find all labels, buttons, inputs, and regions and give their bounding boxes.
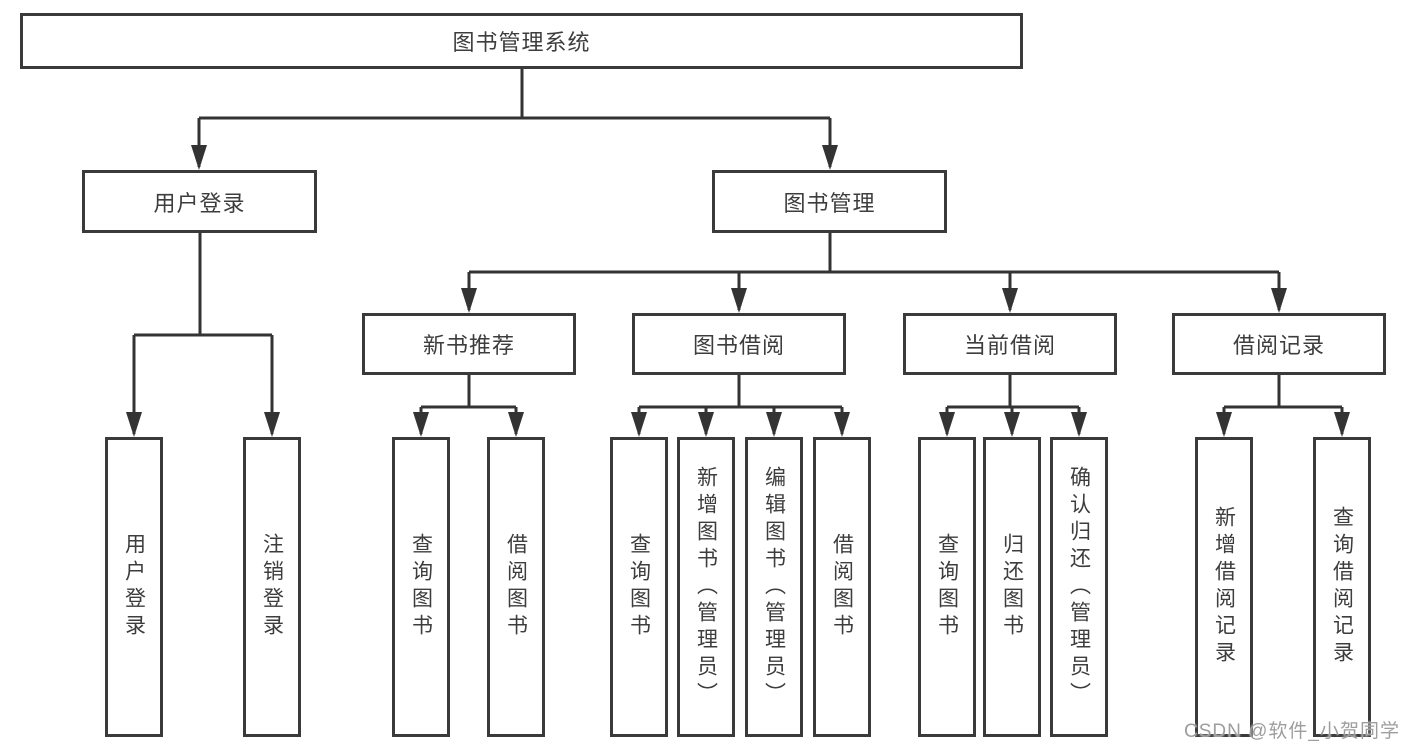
node-borrowing-records: 借阅记录 [1172, 313, 1386, 375]
node-new-book-recommendation: 新书推荐 [362, 313, 576, 375]
node-user-login-action: 用户登录 [105, 437, 163, 737]
node-add-borrow-record-label: 新增借阅记录 [1212, 506, 1236, 668]
node-confirm-return-admin-label: 确认归还（管理员） [1067, 465, 1091, 709]
node-borrow-books-borrowing: 借阅图书 [813, 437, 871, 737]
node-logout-label: 注销登录 [260, 533, 284, 641]
node-library-management-system-label: 图书管理系统 [452, 30, 591, 55]
node-user-login-branch: 用户登录 [82, 170, 317, 233]
node-user-login-branch-label: 用户登录 [153, 190, 246, 216]
node-logout: 注销登录 [243, 437, 301, 737]
node-query-books-borrowing-label: 查询图书 [627, 533, 651, 641]
node-current-borrowing: 当前借阅 [903, 313, 1117, 375]
node-query-books-recommend: 查询图书 [392, 437, 450, 737]
node-borrowing-records-label: 借阅记录 [1232, 333, 1325, 358]
node-add-book-admin: 新增图书（管理员） [677, 437, 735, 737]
node-borrow-books-recommend-label: 借阅图书 [504, 533, 528, 641]
node-query-borrow-record: 查询借阅记录 [1313, 437, 1371, 737]
node-return-books-label: 归还图书 [1000, 533, 1024, 641]
arrowheads [126, 145, 1350, 437]
node-query-books-recommend-label: 查询图书 [409, 533, 433, 641]
node-current-borrowing-label: 当前借阅 [963, 333, 1056, 358]
node-query-borrow-record-label: 查询借阅记录 [1330, 506, 1354, 668]
watermark: CSDN @软件_小贺同学 [1184, 721, 1400, 742]
node-return-books: 归还图书 [983, 437, 1041, 737]
node-add-book-admin-label: 新增图书（管理员） [694, 465, 718, 709]
node-borrow-books-recommend: 借阅图书 [487, 437, 545, 737]
node-book-management-label: 图书管理 [783, 190, 876, 216]
node-edit-book-admin-label: 编辑图书（管理员） [762, 465, 786, 709]
node-library-management-system: 图书管理系统 [20, 13, 1023, 69]
node-book-borrowing: 图书借阅 [632, 313, 846, 375]
node-confirm-return-admin: 确认归还（管理员） [1050, 437, 1108, 737]
node-add-borrow-record: 新增借阅记录 [1195, 437, 1253, 737]
node-query-books-current: 查询图书 [918, 437, 976, 737]
node-borrow-books-borrowing-label: 借阅图书 [830, 533, 854, 641]
node-book-management: 图书管理 [712, 170, 947, 233]
node-query-books-current-label: 查询图书 [935, 533, 959, 641]
node-query-books-borrowing: 查询图书 [610, 437, 668, 737]
node-user-login-action-label: 用户登录 [122, 533, 146, 641]
node-book-borrowing-label: 图书借阅 [692, 333, 785, 358]
node-edit-book-admin: 编辑图书（管理员） [745, 437, 803, 737]
node-new-book-recommendation-label: 新书推荐 [422, 333, 515, 358]
